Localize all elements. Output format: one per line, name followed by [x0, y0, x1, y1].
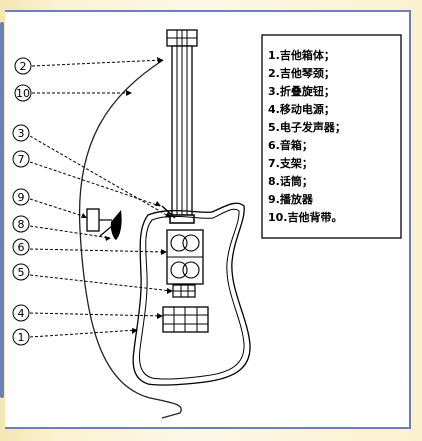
callout-1-circle [12, 328, 30, 346]
frame-left-edge [0, 22, 4, 398]
callout-5-circle [12, 263, 30, 281]
callout-8-leader [29, 225, 111, 239]
legend-item-3: 3.折叠旋钮； [268, 84, 335, 98]
callout-3-circle [12, 124, 30, 142]
callout-8-label: 8 [18, 218, 25, 231]
legend-item-4: 4.移动电源； [268, 102, 335, 116]
callout-1-label: 1 [18, 331, 25, 344]
power-bank [162, 306, 209, 333]
callout-7-circle [12, 150, 30, 168]
callout-4-label: 4 [18, 307, 25, 320]
legend-item-10: 10.吉他背带。 [268, 210, 343, 224]
callout-8-circle [12, 215, 30, 233]
callout-9-circle [12, 188, 30, 206]
callout-2-circle [14, 57, 32, 75]
callout-2-label: 2 [20, 60, 27, 73]
callout-10-label: 10 [16, 87, 30, 100]
callout-6-label: 6 [18, 241, 25, 254]
guitar-strap [78, 59, 182, 419]
guitar-body [132, 202, 251, 386]
legend-box [261, 34, 402, 239]
legend-item-7: 7.支架； [268, 156, 313, 170]
callout-6-leader [29, 248, 167, 253]
callout-5-label: 5 [18, 266, 25, 279]
legend-item-5: 5.电子发声器； [268, 120, 346, 134]
legend-item-1: 1.吉他箱体； [268, 48, 335, 62]
callout-3-leader [29, 135, 171, 218]
microphone [99, 210, 122, 240]
legend-item-8: 8.话筒； [268, 174, 313, 188]
callout-9-label: 9 [18, 191, 25, 204]
speaker [166, 229, 204, 285]
callout-1-leader [29, 329, 138, 338]
legend-item-2: 2.吉他琴颈； [268, 66, 335, 80]
guitar-neck [166, 29, 198, 221]
callout-10-circle [14, 84, 32, 102]
callout-5-leader [29, 274, 173, 292]
callout-4-circle [12, 304, 30, 322]
callout-9-leader [29, 198, 87, 218]
legend-item-9: 9.播放器 [268, 192, 314, 206]
stand [161, 205, 176, 219]
player [86, 208, 112, 232]
legend-items: 1.吉他箱体； 2.吉他琴颈； 3.折叠旋钮； 4.移动电源； 5.电子发声器；… [268, 48, 346, 224]
callout-2-leader [31, 59, 164, 67]
callouts [12, 57, 173, 346]
legend-item-6: 6.音箱； [268, 138, 313, 152]
callout-3-label: 3 [18, 127, 25, 140]
callout-7-label: 7 [18, 153, 25, 166]
callout-4-leader [29, 312, 163, 317]
sound-generator [172, 284, 196, 298]
callout-6-circle [12, 238, 30, 256]
folding-knob [169, 214, 195, 224]
callout-7-leader [29, 161, 161, 207]
